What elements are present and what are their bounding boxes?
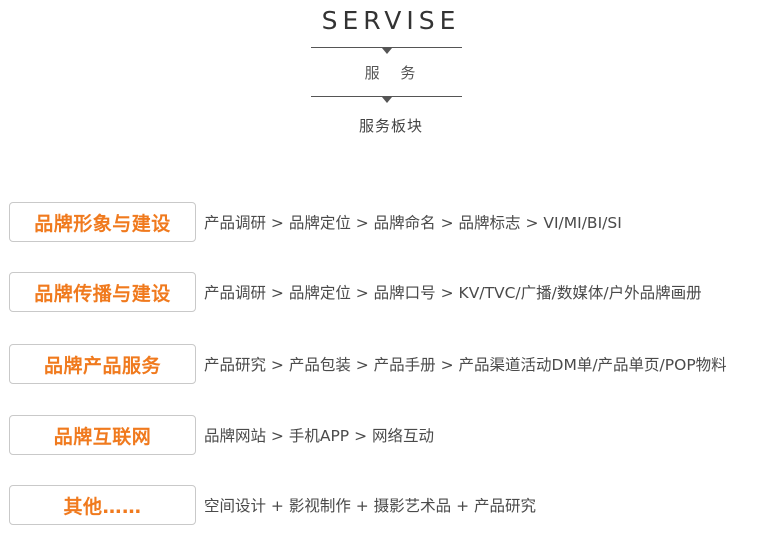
service-badge-brand-product[interactable]: 品牌产品服务 <box>9 344 196 384</box>
service-badge-brand-internet[interactable]: 品牌互联网 <box>9 415 196 455</box>
service-description: 产品研究 > 产品包装 > 产品手册 > 产品渠道活动DM单/产品单页/POP物… <box>204 356 727 374</box>
section-subtitle: 服务板块 <box>358 117 423 135</box>
service-badge-other[interactable]: 其他…… <box>9 485 196 525</box>
caret-down-icon <box>382 97 392 103</box>
service-row-other: 其他…… 空间设计 + 影视制作 + 摄影艺术品 + 产品研究 <box>0 485 782 527</box>
service-row-brand-image: 品牌形象与建设 产品调研 > 品牌定位 > 品牌命名 > 品牌标志 > VI/M… <box>0 202 782 244</box>
service-description: 品牌网站 > 手机APP > 网络互动 <box>204 427 434 445</box>
service-badge-brand-communication[interactable]: 品牌传播与建设 <box>9 272 196 312</box>
section-title-en: SERVISE <box>321 6 461 35</box>
service-badge-brand-image[interactable]: 品牌形象与建设 <box>9 202 196 242</box>
divider-line <box>311 47 462 48</box>
divider-line <box>311 96 462 97</box>
service-row-brand-product: 品牌产品服务 产品研究 > 产品包装 > 产品手册 > 产品渠道活动DM单/产品… <box>0 344 782 386</box>
service-row-brand-communication: 品牌传播与建设 产品调研 > 品牌定位 > 品牌口号 > KV/TVC/广播/数… <box>0 272 782 314</box>
service-description: 空间设计 + 影视制作 + 摄影艺术品 + 产品研究 <box>204 497 537 515</box>
section-title-cn: 服 务 <box>364 64 424 82</box>
section-header: SERVISE 服 务 服务板块 <box>0 0 782 150</box>
caret-down-icon <box>382 48 392 54</box>
service-description: 产品调研 > 品牌定位 > 品牌口号 > KV/TVC/广播/数媒体/户外品牌画… <box>204 284 702 302</box>
service-description: 产品调研 > 品牌定位 > 品牌命名 > 品牌标志 > VI/MI/BI/SI <box>204 214 622 232</box>
service-row-brand-internet: 品牌互联网 品牌网站 > 手机APP > 网络互动 <box>0 415 782 457</box>
